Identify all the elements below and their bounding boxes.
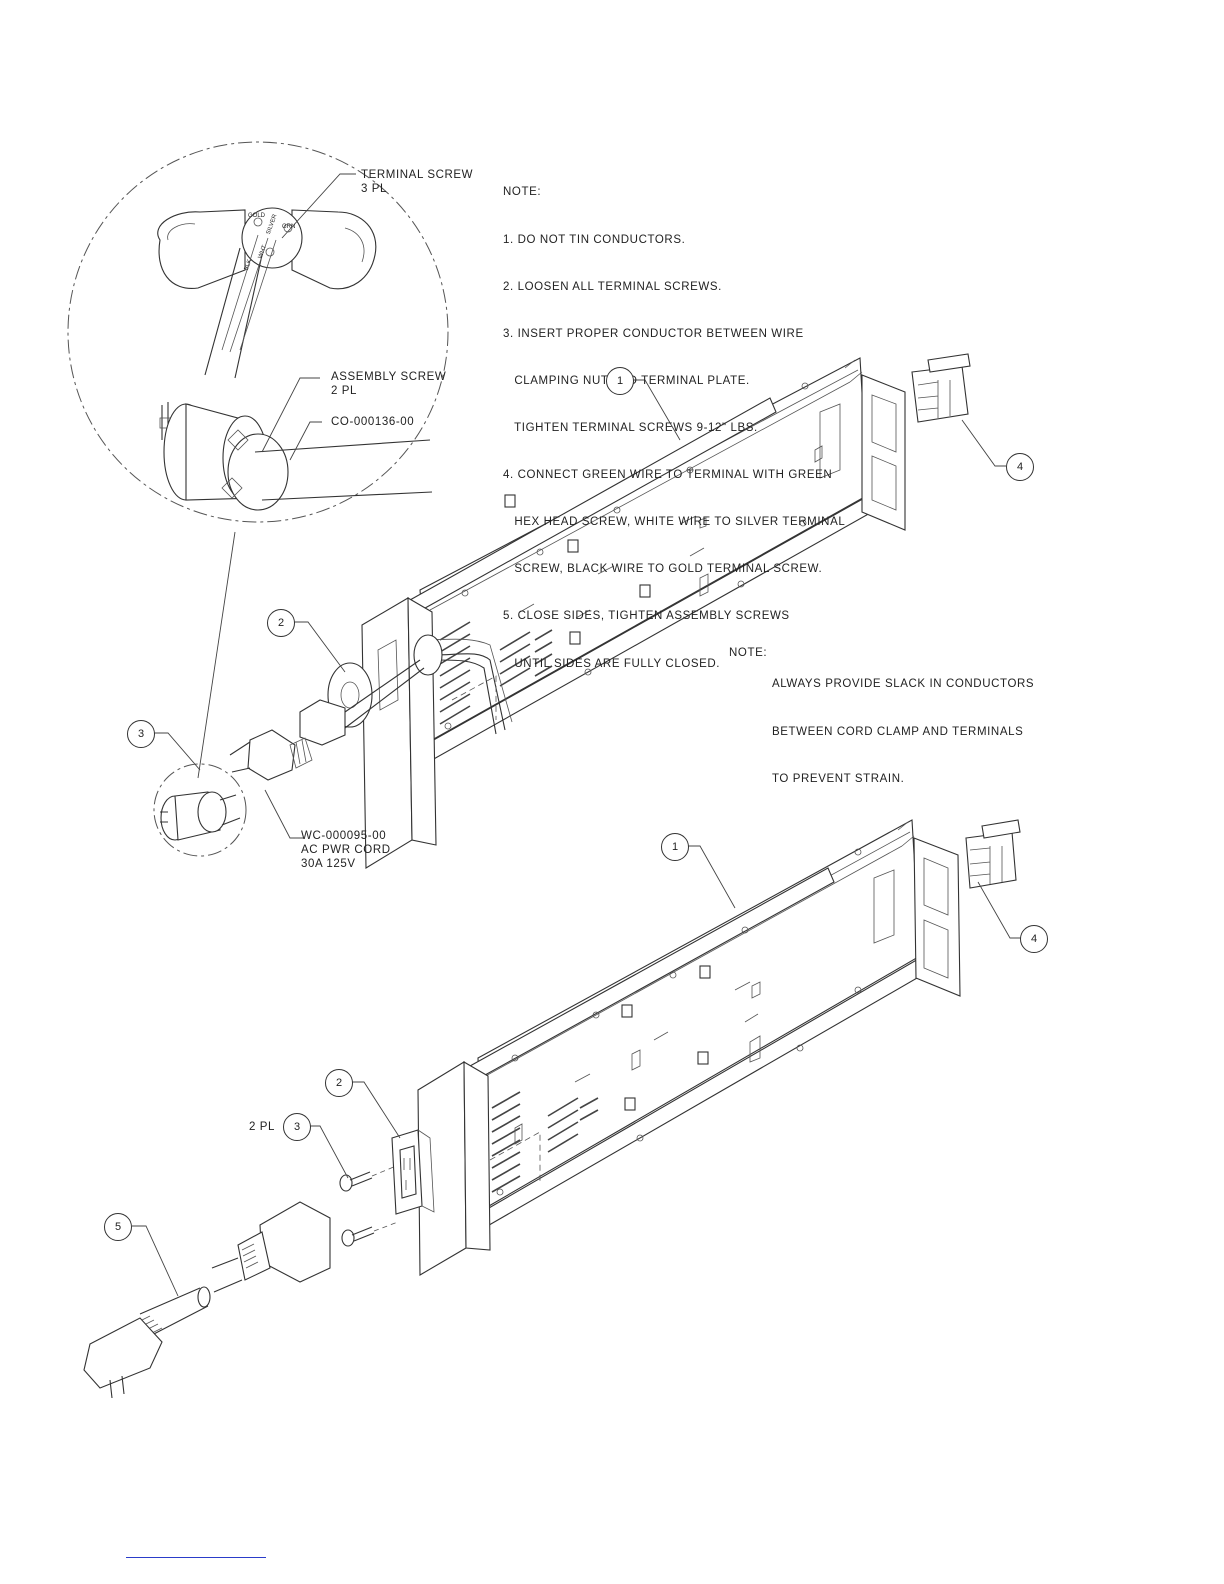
vent-louvers-bottom — [491, 1091, 599, 1193]
balloon-bottom-1: 1 — [661, 833, 689, 861]
balloon-leaders — [132, 379, 1022, 1297]
balloon-bottom-5: 5 — [104, 1213, 132, 1241]
standoffs-bottom — [496, 848, 895, 1196]
note-line-3: 3. INSERT PROPER CONDUCTOR BETWEEN WIRE — [503, 327, 804, 340]
note-line-5: TIGHTEN TERMINAL SCREWS 9-12" LBS. — [503, 421, 758, 434]
connector-assembled — [159, 402, 433, 511]
note-line-9: 5. CLOSE SIDES, TIGHTEN ASSEMBLY SCREWS — [503, 610, 790, 623]
note-line-10: UNTIL SIDES ARE FULLY CLOSED. — [503, 657, 721, 670]
cord-clamp-stack-top — [229, 634, 443, 781]
balloon-bottom-2: 2 — [325, 1069, 353, 1097]
power-cord-callout: WC-000095-00 AC PWR CORD 30A 125V — [301, 830, 391, 870]
main-notes: NOTE: 1. DO NOT TIN CONDUCTORS. 2. LOOSE… — [503, 154, 845, 688]
two-pl-callout: 2 PL — [249, 1121, 276, 1133]
note-line-4: CLAMPING NUT AND TERMINAL PLATE. — [514, 374, 750, 387]
terminal-screw-callout: TERMINAL SCREW 3 PL — [361, 169, 474, 195]
standoffs-top — [444, 382, 841, 730]
note-line-6: 4. CONNECT GREEN WIRE TO TERMINAL WITH G… — [503, 469, 833, 482]
note-line-8: SCREW, BLACK WIRE TO GOLD TERMINAL SCREW… — [503, 563, 823, 576]
plug-detail-circle — [153, 763, 247, 857]
note-line-7: HEX HEAD SCREW, WHITE WIRE TO SILVER TER… — [503, 516, 846, 529]
assembly-screw-callout: ASSEMBLY SCREW 2 PL — [331, 371, 447, 397]
connector-part-callout: CO-000136-00 — [331, 416, 415, 428]
terminal-mark-green: GRN — [282, 224, 296, 230]
slack-note: ALWAYS PROVIDE SLACK IN CONDUCTORS BETWE… — [772, 646, 1034, 803]
balloon-top-2: 2 — [267, 609, 295, 637]
main-notes-heading: NOTE: — [503, 186, 542, 199]
rocker-switch-top — [911, 353, 971, 423]
wall-plug — [83, 1286, 211, 1399]
slack-note-prefix: NOTE: — [729, 647, 768, 659]
slack-note-line-1: ALWAYS PROVIDE SLACK IN CONDUCTORS — [772, 678, 1035, 691]
iec-inlet-bottom — [391, 1129, 435, 1215]
balloon-top-4: 4 — [1006, 453, 1034, 481]
balloon-bottom-4: 4 — [1020, 925, 1048, 953]
balloon-top-1: 1 — [606, 367, 634, 395]
balloon-top-3: 3 — [127, 720, 155, 748]
note-line-1: 1. DO NOT TIN CONDUCTORS. — [503, 233, 686, 246]
rocker-switch-bottom — [965, 819, 1021, 889]
slack-note-line-2: BETWEEN CORD CLAMP AND TERMINALS — [772, 725, 1024, 738]
terminal-mark-gold: GOLD — [248, 213, 266, 219]
screws-bottom — [339, 1165, 399, 1247]
slack-note-line-3: TO PREVENT STRAIN. — [772, 772, 905, 785]
note-line-2: 2. LOOSEN ALL TERMINAL SCREWS. — [503, 280, 722, 293]
footer-rule — [126, 1557, 266, 1558]
connector-open-halves — [157, 207, 377, 379]
iec-connector-plug — [211, 1201, 331, 1293]
detail-view-circle — [67, 141, 449, 523]
balloon-bottom-3: 3 — [283, 1113, 311, 1141]
chassis-top — [361, 357, 906, 869]
chassis-bottom — [417, 819, 961, 1276]
vent-louvers-top — [439, 621, 553, 725]
